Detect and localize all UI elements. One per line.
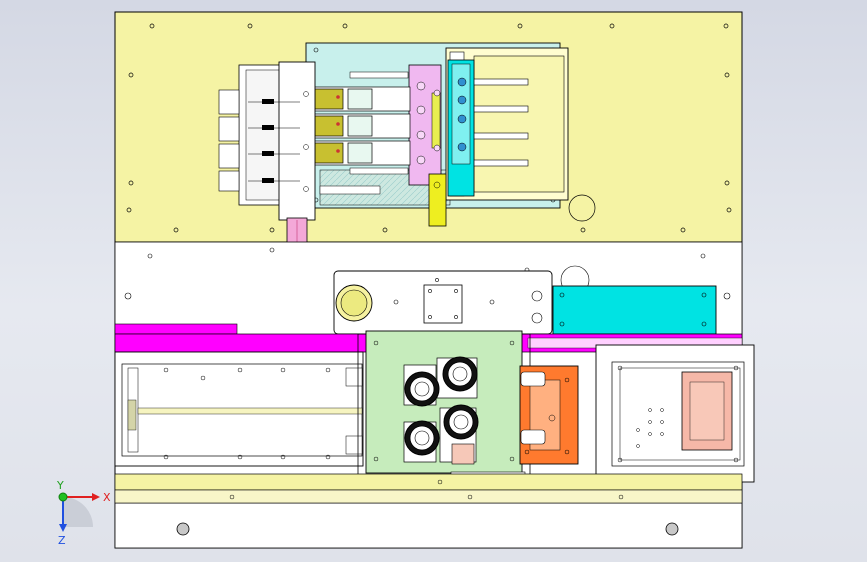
y-axis-dot xyxy=(58,492,68,502)
orange-fixture xyxy=(519,365,579,465)
cylinder-block xyxy=(218,61,316,265)
pink-clamp-block xyxy=(408,64,442,186)
yellow-actuator-arm xyxy=(428,173,447,227)
lower-strips xyxy=(114,473,743,504)
suction-cup xyxy=(442,356,478,392)
cyan-electrical-box xyxy=(552,285,717,335)
cyan-guide-block xyxy=(447,59,475,197)
y-axis-label: Y xyxy=(56,479,64,492)
coordinate-triad: X Y Z xyxy=(56,479,111,547)
suction-cup xyxy=(443,404,479,440)
x-axis-label: X xyxy=(103,491,111,504)
linear-module xyxy=(114,351,364,467)
right-station-plate xyxy=(595,344,755,483)
motor-cover-plate xyxy=(333,270,553,335)
z-axis-label: Z xyxy=(58,534,66,547)
suction-cup xyxy=(404,371,440,407)
suction-cup xyxy=(404,420,440,456)
